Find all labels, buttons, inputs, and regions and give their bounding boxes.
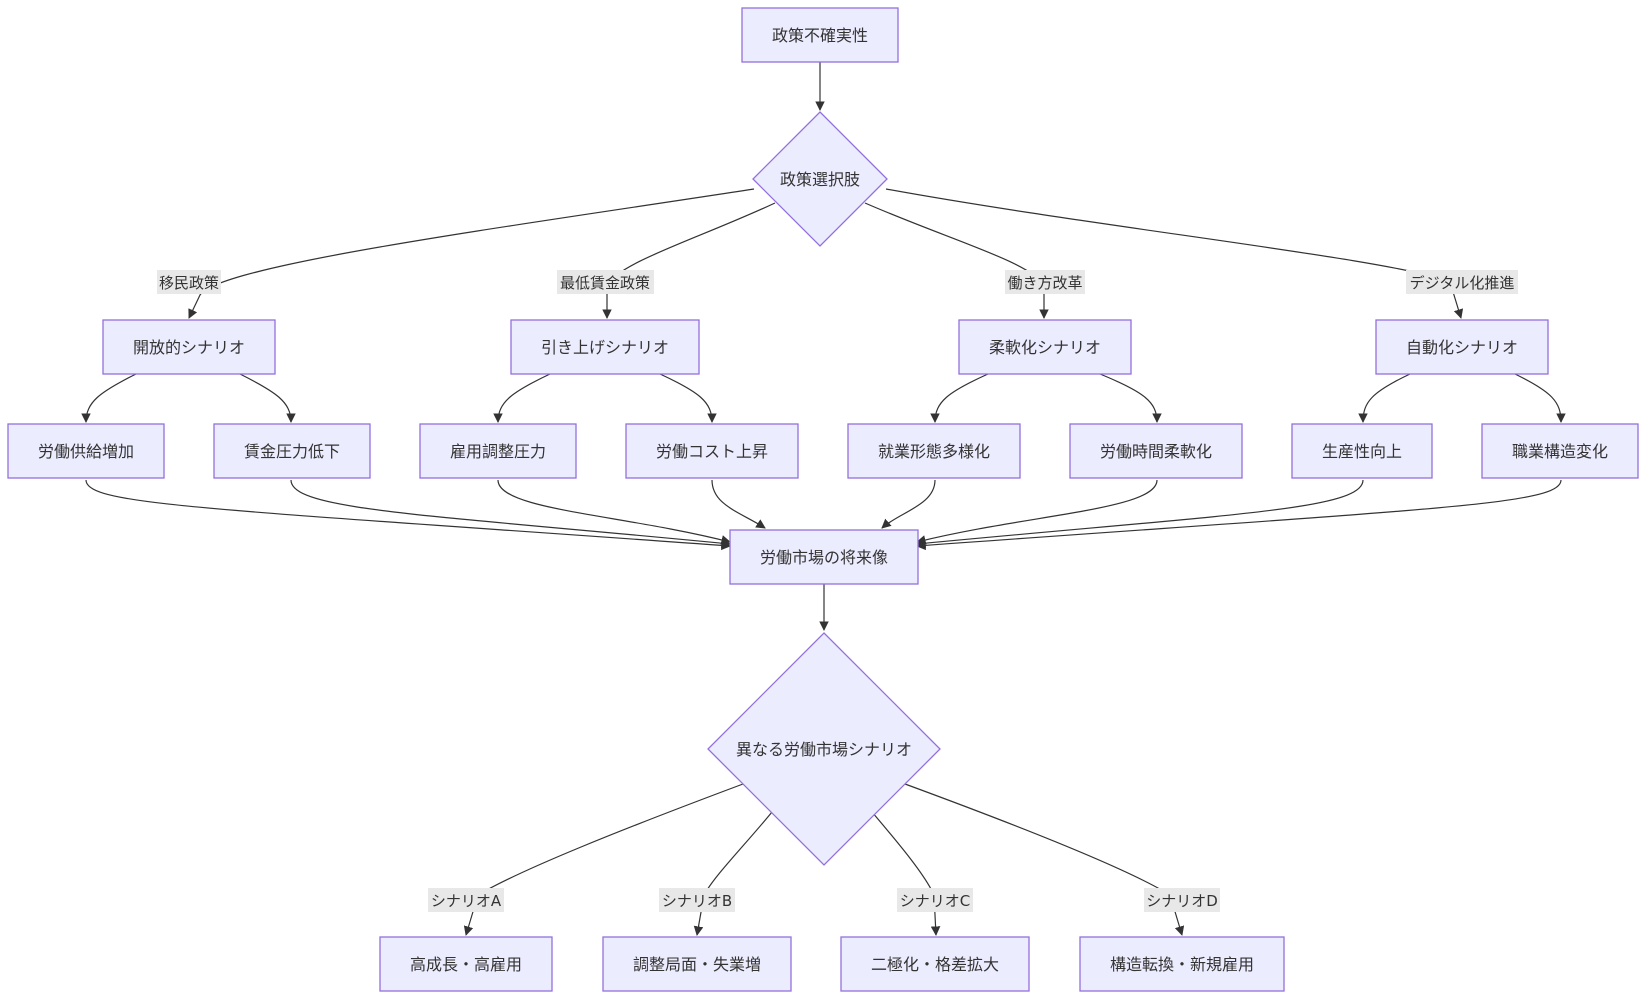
node-raise-scenario: 引き上げシナリオ: [510, 319, 700, 375]
edge-open-to-wage: [239, 373, 296, 423]
edge-raise-to-cost: [659, 373, 717, 423]
node-labor-cost-up: 労働コスト上昇: [625, 423, 799, 479]
edge-open-to-supply: [81, 373, 137, 423]
edge-options-to-auto: [885, 188, 1464, 319]
edge-flex-to-hours: [1099, 373, 1162, 423]
svg-text:政策選択肢: 政策選択肢: [780, 170, 860, 189]
node-polarization: 二極化・格差拡大: [840, 936, 1030, 992]
edge-label-immigration: 移民政策: [157, 270, 221, 294]
svg-text:シナリオA: シナリオA: [431, 892, 502, 910]
node-open-scenario: 開放的シナリオ: [102, 319, 276, 375]
edge-structure-to-future: [916, 479, 1562, 551]
edge-supply-to-future: [85, 479, 731, 551]
svg-text:シナリオD: シナリオD: [1146, 892, 1218, 910]
edge-auto-to-structure: [1514, 373, 1566, 423]
svg-text:労働時間柔軟化: 労働時間柔軟化: [1100, 442, 1212, 461]
edge-flex-to-diversify: [930, 373, 989, 423]
edge-wage-to-future: [290, 479, 731, 548]
node-employment-adjust: 雇用調整圧力: [419, 423, 577, 479]
edge-diversify-to-future: [881, 479, 936, 529]
edge-label-work-reform: 働き方改革: [1005, 270, 1085, 294]
node-market-scenarios: 異なる労働市場シナリオ: [707, 632, 941, 866]
edge-adjust-to-future: [497, 479, 731, 545]
svg-text:高成長・高雇用: 高成長・高雇用: [410, 955, 522, 974]
edge-raise-to-adjust: [493, 373, 551, 423]
edge-scenarios-to-d: [904, 783, 1185, 936]
edge-productivity-to-future: [916, 479, 1364, 548]
node-labor-supply-up: 労働供給増加: [7, 423, 165, 479]
edge-scenarios-to-b: [693, 811, 773, 936]
edge-auto-to-productivity: [1358, 373, 1411, 423]
svg-text:職業構造変化: 職業構造変化: [1512, 442, 1608, 461]
svg-text:構造転換・新規雇用: 構造転換・新規雇用: [1110, 955, 1254, 974]
node-productivity-up: 生産性向上: [1291, 423, 1433, 479]
svg-text:シナリオB: シナリオB: [662, 892, 732, 910]
edge-hours-to-future: [916, 479, 1158, 545]
edge-options-to-flex: [864, 202, 1049, 319]
node-wage-pressure-down: 賃金圧力低下: [213, 423, 371, 479]
edge-label-scenario-b: シナリオB: [659, 888, 735, 912]
node-flex-scenario: 柔軟化シナリオ: [958, 319, 1132, 375]
edge-scenarios-to-c: [871, 811, 941, 936]
edge-options-to-raise: [602, 202, 776, 319]
node-auto-scenario: 自動化シナリオ: [1375, 319, 1549, 375]
svg-text:政策不確実性: 政策不確実性: [772, 26, 868, 45]
svg-text:賃金圧力低下: 賃金圧力低下: [244, 442, 340, 461]
svg-text:働き方改革: 働き方改革: [1007, 274, 1082, 292]
svg-text:柔軟化シナリオ: 柔軟化シナリオ: [989, 338, 1101, 357]
svg-text:生産性向上: 生産性向上: [1322, 442, 1402, 461]
svg-text:自動化シナリオ: 自動化シナリオ: [1406, 338, 1518, 357]
edge-label-scenario-c: シナリオC: [897, 888, 973, 912]
svg-text:労働市場の将来像: 労働市場の将来像: [760, 548, 888, 567]
edge-label-scenario-d: シナリオD: [1144, 888, 1220, 912]
edge-label-scenario-a: シナリオA: [428, 888, 504, 912]
svg-text:移民政策: 移民政策: [159, 274, 219, 292]
svg-text:調整局面・失業増: 調整局面・失業増: [633, 955, 761, 974]
node-work-style-diversify: 就業形態多様化: [847, 423, 1021, 479]
edge-label-min-wage: 最低賃金政策: [557, 270, 654, 294]
node-uncertainty: 政策不確実性: [741, 7, 899, 63]
svg-text:労働コスト上昇: 労働コスト上昇: [656, 442, 768, 461]
nodes: 政策不確実性 政策選択肢 開放的シナリオ 引き上げシナリオ 柔軟化シナリオ 自動…: [7, 7, 1639, 992]
svg-text:異なる労働市場シナリオ: 異なる労働市場シナリオ: [736, 740, 912, 759]
svg-text:最低賃金政策: 最低賃金政策: [560, 274, 650, 292]
node-high-growth: 高成長・高雇用: [379, 936, 553, 992]
edge-label-digitalization: デジタル化推進: [1406, 270, 1518, 294]
edge-cost-to-future: [711, 479, 766, 529]
edge-options-to-open: [188, 188, 755, 319]
edge-labels: 移民政策 最低賃金政策 働き方改革 デジタル化推進 シナリオA シナリオB シナ…: [157, 270, 1518, 912]
svg-text:就業形態多様化: 就業形態多様化: [878, 442, 990, 461]
svg-text:労働供給増加: 労働供給増加: [38, 442, 134, 461]
svg-text:二極化・格差拡大: 二極化・格差拡大: [871, 955, 999, 974]
svg-text:開放的シナリオ: 開放的シナリオ: [133, 338, 245, 357]
svg-text:引き上げシナリオ: 引き上げシナリオ: [541, 338, 669, 357]
node-work-hours-flex: 労働時間柔軟化: [1069, 423, 1243, 479]
node-structural-shift: 構造転換・新規雇用: [1079, 936, 1285, 992]
node-job-structure-change: 職業構造変化: [1481, 423, 1639, 479]
svg-text:雇用調整圧力: 雇用調整圧力: [450, 442, 546, 461]
svg-text:デジタル化推進: デジタル化推進: [1410, 274, 1515, 292]
node-policy-options: 政策選択肢: [752, 111, 888, 247]
node-adjustment: 調整局面・失業増: [602, 936, 792, 992]
svg-text:シナリオC: シナリオC: [900, 892, 970, 910]
node-labor-future: 労働市場の将来像: [729, 529, 919, 585]
